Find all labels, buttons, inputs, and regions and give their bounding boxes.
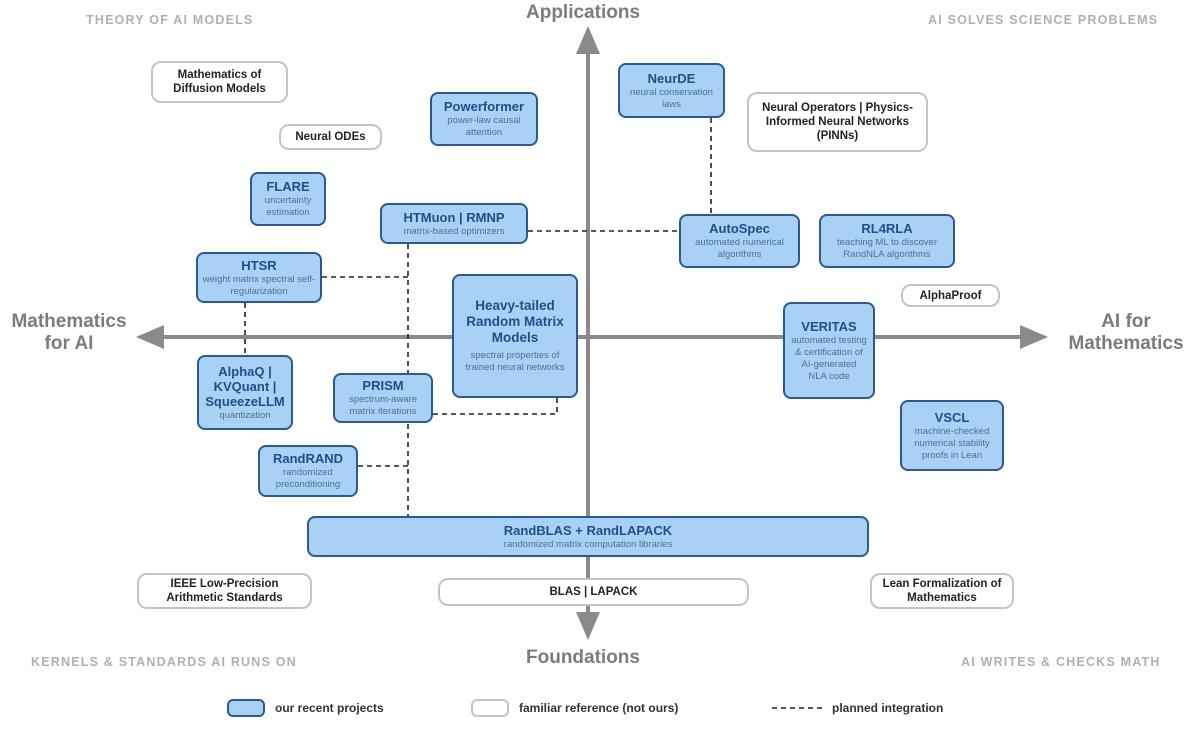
project-autospec-desc: automated numerical algorithms: [695, 237, 784, 260]
legend-label-ref: familiar reference (not ours): [519, 701, 679, 715]
ref-lean-formalization: Lean Formalization of Mathematics: [870, 573, 1014, 609]
project-prism-title: PRISM: [362, 378, 404, 393]
axis-label-left-line1: Mathematics: [11, 311, 127, 332]
project-rl4rla: RL4RLA teaching ML to discover RandNLA a…: [819, 214, 955, 268]
project-randrand: RandRAND randomized preconditioning: [258, 445, 358, 497]
project-heavy-tailed-rmm-title: Heavy-tailed Random Matrix Models: [466, 298, 564, 345]
ref-lean-formalization-label: Lean Formalization of Mathematics: [882, 578, 1002, 604]
axis-arrow-right: [1020, 325, 1048, 349]
ref-diffusion-models-label: Mathematics of Diffusion Models: [173, 69, 266, 95]
project-veritas-desc: automated testing & certification of AI-…: [791, 334, 867, 382]
project-htsr: HTSR weight matrix spectral self-regular…: [196, 252, 322, 303]
project-powerformer-title: Powerformer: [443, 99, 525, 114]
project-flare: FLARE uncertainty estimation: [250, 172, 326, 226]
project-randblas-randlapack: RandBLAS + RandLAPACK randomized matrix …: [307, 516, 869, 557]
project-heavy-tailed-rmm: Heavy-tailed Random Matrix Models spectr…: [452, 274, 578, 398]
project-autospec: AutoSpec automated numerical algorithms: [679, 214, 800, 268]
legend-label-planned: planned integration: [832, 701, 944, 715]
legend-swatch-ref: [471, 699, 509, 717]
ref-diffusion-models: Mathematics of Diffusion Models: [151, 61, 288, 103]
ref-alphaproof-label: AlphaProof: [919, 289, 982, 302]
ref-neural-odes: Neural ODEs: [279, 124, 382, 150]
project-autospec-title: AutoSpec: [709, 221, 770, 236]
axis-label-left: Mathematics for AI: [4, 311, 134, 355]
ref-neural-operators: Neural Operators | Physics-Informed Neur…: [747, 92, 928, 152]
quadrant-label-bottom-right: AI WRITES & CHECKS MATH: [961, 655, 1161, 669]
ref-neural-operators-label: Neural Operators | Physics-Informed Neur…: [762, 102, 913, 142]
project-alphaq-kvquant-squeezellm: AlphaQ | KVQuant | SqueezeLLM quantizati…: [197, 355, 293, 430]
project-htmuon-rmnp-title: HTMuon | RMNP: [403, 209, 505, 225]
project-htmuon-rmnp: HTMuon | RMNP matrix-based optimizers: [380, 203, 528, 244]
ref-alphaproof: AlphaProof: [901, 284, 1000, 307]
ref-neural-odes-label: Neural ODEs: [295, 131, 366, 143]
axis-label-bottom: Foundations: [526, 647, 640, 668]
project-randblas-desc: randomized matrix computation libraries: [503, 538, 673, 550]
project-rl4rla-desc: teaching ML to discover RandNLA algorith…: [837, 237, 937, 260]
project-powerformer-desc: power-law causal attention: [447, 115, 521, 138]
ref-ieee-standards: IEEE Low-Precision Arithmetic Standards: [137, 573, 312, 609]
project-vscl-title: VSCL: [934, 409, 970, 425]
project-alphaq-desc: quantization: [219, 409, 271, 421]
project-flare-title: FLARE: [266, 179, 310, 194]
link-prism-heavytailed: [433, 398, 558, 415]
project-veritas: VERITAS automated testing & certificatio…: [783, 302, 875, 399]
ref-ieee-standards-label: IEEE Low-Precision Arithmetic Standards: [166, 578, 283, 604]
project-randrand-title: RandRAND: [272, 451, 344, 466]
project-prism: PRISM spectrum-aware matrix iterations: [333, 373, 433, 423]
quadrant-label-top-left: THEORY OF AI MODELS: [86, 13, 254, 27]
axis-label-top: Applications: [526, 2, 641, 23]
project-vscl: VSCL machine-checked numerical stability…: [900, 400, 1004, 471]
project-randblas-title: RandBLAS + RandLAPACK: [503, 522, 673, 538]
project-prism-desc: spectrum-aware matrix iterations: [348, 394, 418, 417]
project-neurde: NeurDE neural conservation laws: [618, 63, 725, 118]
quadrant-label-top-right: AI SOLVES SCIENCE PROBLEMS: [928, 13, 1159, 27]
axis-arrow-down: [576, 612, 600, 640]
axis-label-right: AI for Mathematics: [1056, 311, 1196, 355]
project-flare-desc: uncertainty estimation: [264, 195, 312, 218]
project-htsr-title: HTSR: [241, 257, 277, 273]
project-neurde-title: NeurDE: [647, 70, 696, 86]
project-vscl-desc: machine-checked numerical stability proo…: [914, 425, 990, 461]
project-rl4rla-title: RL4RLA: [861, 221, 913, 236]
project-htsr-desc: weight matrix spectral self-regularizati…: [202, 273, 316, 297]
axis-arrow-left: [136, 325, 164, 349]
project-randrand-desc: randomized preconditioning: [275, 467, 341, 490]
project-neurde-desc: neural conservation laws: [630, 86, 713, 110]
ref-blas-lapack-label: BLAS | LAPACK: [549, 586, 638, 598]
project-powerformer: Powerformer power-law causal attention: [430, 92, 538, 146]
project-htmuon-rmnp-desc: matrix-based optimizers: [403, 225, 505, 237]
project-veritas-title: VERITAS: [801, 318, 857, 334]
axis-label-right-line2: Mathematics: [1068, 333, 1184, 354]
quadrant-label-bottom-left: KERNELS & STANDARDS AI RUNS ON: [31, 655, 297, 669]
project-alphaq-title: AlphaQ | KVQuant | SqueezeLLM: [205, 363, 285, 409]
axis-label-left-line2: for AI: [44, 333, 94, 354]
ref-blas-lapack: BLAS | LAPACK: [438, 578, 749, 606]
legend-label-ours: our recent projects: [275, 701, 384, 715]
legend-swatch-ours: [227, 699, 265, 717]
axis-label-right-line1: AI for: [1101, 311, 1151, 332]
project-heavy-tailed-rmm-desc: spectral properties of trained neural ne…: [465, 350, 565, 373]
axis-arrow-up: [576, 26, 600, 54]
